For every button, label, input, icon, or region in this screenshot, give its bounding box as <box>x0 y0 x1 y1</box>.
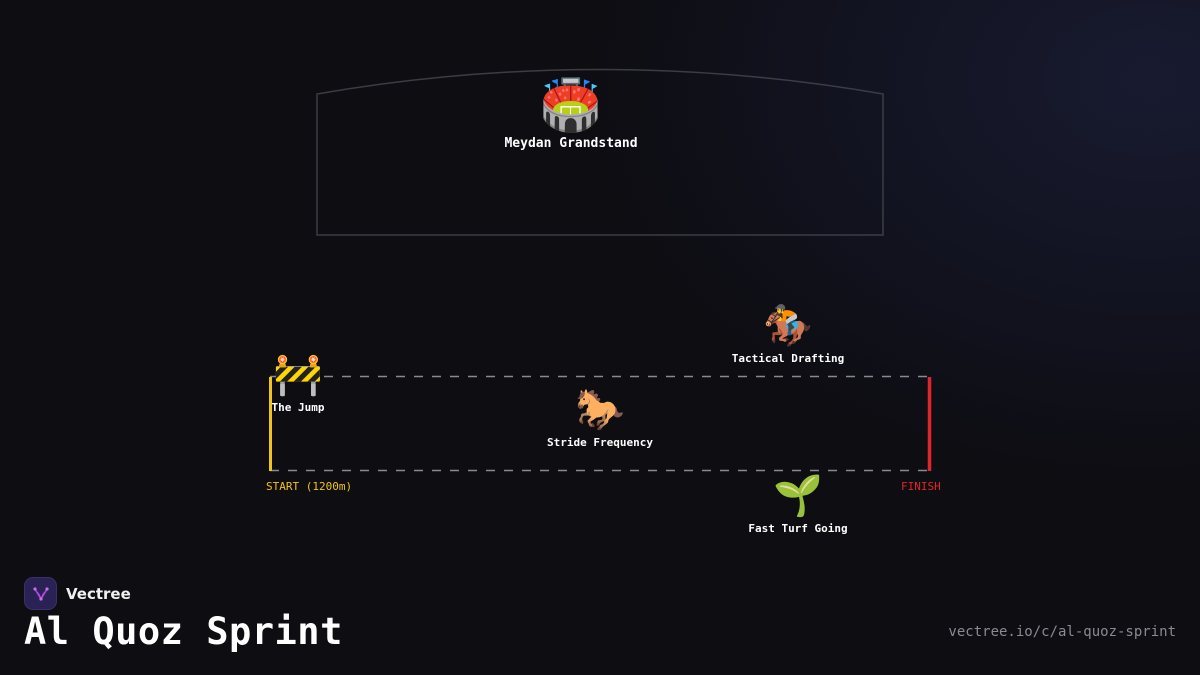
horse-icon: 🐎 <box>575 387 625 433</box>
brand: Vectree <box>24 577 131 610</box>
jump-node: 🚧 The Jump <box>272 355 325 414</box>
finish-label: FINISH <box>901 480 941 493</box>
horse-racing-icon: 🏇 <box>763 303 813 349</box>
source-url[interactable]: vectree.io/c/al-quoz-sprint <box>948 624 1176 640</box>
stride-label: Stride Frequency <box>547 436 653 449</box>
jump-label: The Jump <box>271 401 325 414</box>
stride-node: 🐎 Stride Frequency <box>547 390 653 449</box>
drafting-label: Tactical Drafting <box>731 352 845 365</box>
turf-label: Fast Turf Going <box>748 522 848 535</box>
brand-name: Vectree <box>66 584 131 603</box>
page-title: Al Quoz Sprint <box>24 610 343 653</box>
turf-node: 🌱 Fast Turf Going <box>748 476 847 535</box>
logo-mark <box>32 586 49 601</box>
stadium-icon: 🏟️ <box>539 76 603 134</box>
grandstand-outline <box>316 68 884 236</box>
construction-barrier-icon: 🚧 <box>273 352 323 398</box>
grandstand-node: 🏟️ Meydan Grandstand <box>504 80 637 151</box>
vectree-logo-icon <box>24 577 57 610</box>
drafting-node: 🏇 Tactical Drafting <box>732 306 845 365</box>
grandstand-label: Meydan Grandstand <box>504 136 638 151</box>
start-label: START (1200m) <box>266 480 353 493</box>
seedling-icon: 🌱 <box>773 473 823 519</box>
